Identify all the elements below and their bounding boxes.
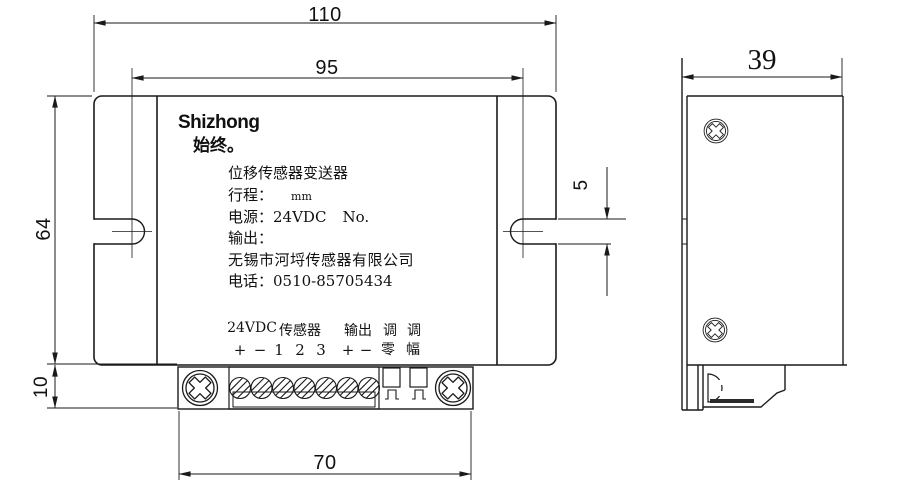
phillips-screw-icon xyxy=(702,317,728,343)
dimension-lines xyxy=(47,15,843,480)
terminal-sign: + xyxy=(341,341,355,359)
terminal-number: 1 xyxy=(274,341,284,359)
terminal-screw-icon xyxy=(293,376,316,400)
front-view xyxy=(92,95,558,410)
phillips-screw-icon xyxy=(703,118,729,144)
body-outline xyxy=(93,95,557,366)
brand-logo: Shizhong xyxy=(178,112,260,133)
trimmer-pot-span xyxy=(409,367,428,400)
terminal-screw-icon xyxy=(357,376,381,400)
wire-clamp-bar xyxy=(710,399,754,403)
side-view xyxy=(681,58,847,411)
terminal-sign: − xyxy=(253,341,267,359)
field-power: 电源： 24VDC No. xyxy=(228,206,369,227)
terminal-screw-icon xyxy=(271,376,295,400)
dim-39-label: 39 xyxy=(747,44,777,76)
phillips-screw-icon xyxy=(434,369,472,407)
terminal-screw-icon xyxy=(250,376,273,400)
terminal-sign: − xyxy=(359,341,373,359)
side-bottom-strip xyxy=(682,365,786,411)
stroke-unit: mm xyxy=(291,190,312,203)
terminal-group-power: 24VDC xyxy=(227,320,277,336)
terminal-sign: + xyxy=(233,341,247,359)
terminal-screw-icon xyxy=(228,376,252,400)
trim-span-label-top: 调 xyxy=(407,323,421,339)
phone-number: 电话：0510-85705434 xyxy=(228,272,393,290)
brand-name: 始终。 xyxy=(193,136,244,156)
terminal-screw-side-profile xyxy=(707,373,724,403)
trim-span-label: 幅 xyxy=(406,342,420,358)
field-output: 输出： xyxy=(228,229,274,247)
trim-zero-label: 零 xyxy=(381,342,395,358)
power-value: 24VDC xyxy=(273,208,327,226)
dim-5-label: 5 xyxy=(571,179,592,191)
field-stroke: 行程： mm xyxy=(228,184,312,205)
dim-64-label: 64 xyxy=(32,217,55,241)
trim-zero-label-top: 调 xyxy=(383,323,397,339)
dim-70-label: 70 xyxy=(313,452,337,474)
power-no: No. xyxy=(342,208,370,226)
bottom-strip xyxy=(177,366,474,410)
phillips-screw-icon xyxy=(181,369,219,407)
terminal-group-output: 输出 xyxy=(344,323,372,339)
dim-10-label: 10 xyxy=(31,375,52,399)
trimmer-pot-zero xyxy=(382,367,401,400)
product-title: 位移传感器变送器 xyxy=(228,164,349,182)
power-label: 电源： xyxy=(228,208,274,226)
dim-95-label: 95 xyxy=(315,57,339,79)
terminal-number: 2 xyxy=(295,341,305,359)
terminal-number: 3 xyxy=(316,341,326,359)
dim-110-label: 110 xyxy=(308,4,342,26)
company-name: 无锡市河埒传感器有限公司 xyxy=(228,251,415,269)
mounting-slot-right xyxy=(503,206,556,258)
terminal-screw-icon xyxy=(314,376,338,400)
stroke-label: 行程： xyxy=(228,186,274,204)
terminal-screw-icon xyxy=(336,376,359,400)
mounting-slot-left xyxy=(94,206,152,258)
terminal-group-sensor: 传感器 xyxy=(279,323,321,339)
